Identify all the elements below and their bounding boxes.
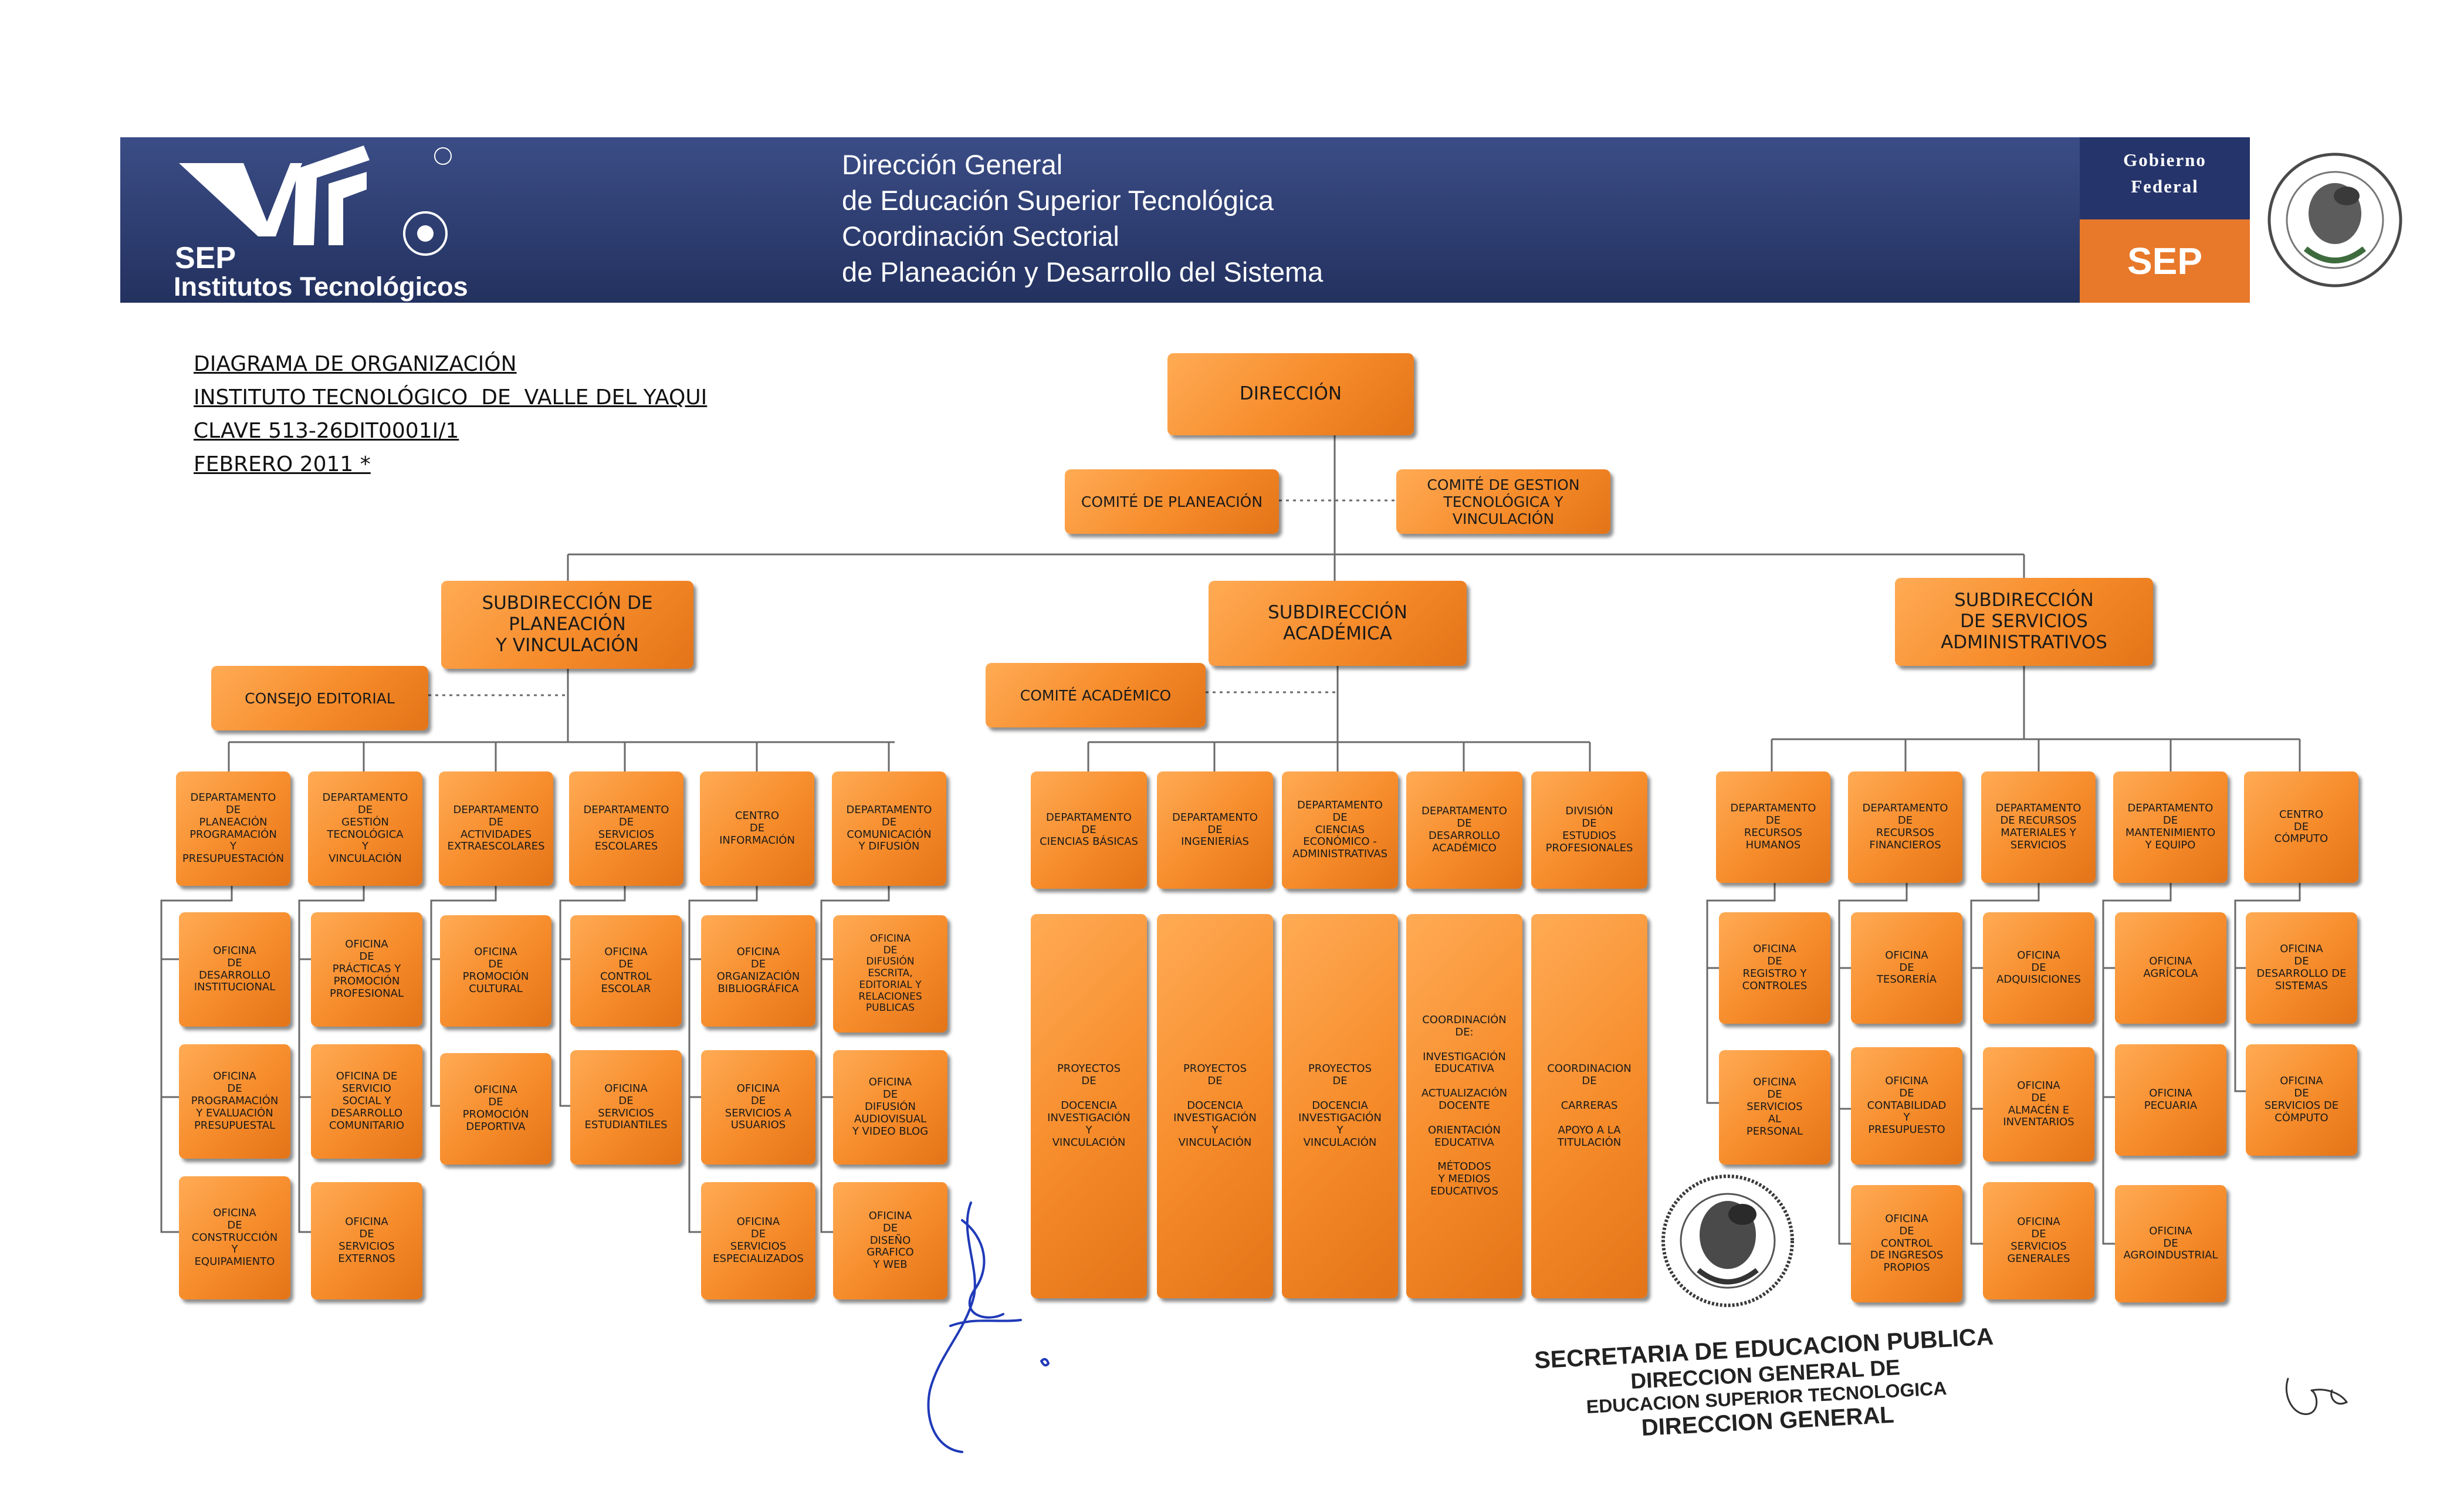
header-department-text: Dirección General de Educación Superior … xyxy=(842,147,1323,290)
org-box-office: OFICINA DE SERVICIO SOCIAL Y DESARROLLO … xyxy=(311,1044,422,1159)
org-box-dept: DEPARTAMENTO DE DESARROLLO ACADÉMICO xyxy=(1406,771,1522,889)
org-box-dept: DEPARTAMENTO DE RECURSOS MATERIALES Y SE… xyxy=(1981,771,2096,883)
org-box-comite-planeacion: COMITÉ DE PLANEACIÓN xyxy=(1065,469,1279,534)
org-box-office: OFICINA DE DESARROLLO DE SISTEMAS xyxy=(2246,912,2357,1024)
it-logo xyxy=(179,145,452,256)
org-box-office: OFICINA DE DESARROLLO INSTITUCIONAL xyxy=(179,912,290,1027)
org-box-dept: DEPARTAMENTO DE CIENCIAS ECONÓMICO - ADM… xyxy=(1282,771,1398,889)
org-box-dept: CENTRO DE INFORMACIÓN xyxy=(700,771,814,886)
org-box-comite-gestion: COMITÉ DE GESTION TECNOLÓGICA Y VINCULAC… xyxy=(1396,469,1610,534)
org-box-program: PROYECTOS DE DOCENCIA INVESTIGACIÓN Y VI… xyxy=(1157,914,1273,1298)
org-box-office: OFICINA DE SERVICIOS GENERALES xyxy=(1983,1182,2094,1299)
initials-signature xyxy=(2285,1377,2348,1415)
org-box-program: COORDINACION DE CARRERAS APOYO A LA TITU… xyxy=(1531,914,1647,1298)
org-box-dept: DEPARTAMENTO DE SERVICIOS ESCOLARES xyxy=(569,771,683,886)
org-box-dept: DEPARTAMENTO DE COMUNICACIÓN Y DIFUSIÓN xyxy=(832,771,946,886)
org-box-office: OFICINA DE PRÁCTICAS Y PROMOCIÓN PROFESI… xyxy=(311,912,422,1027)
org-box-office: OFICINA DE PROGRAMACIÓN Y EVALUACIÓN PRE… xyxy=(179,1044,290,1159)
org-box-office: OFICINA DE CONTROL ESCOLAR xyxy=(570,915,682,1027)
header-line: de Educación Superior Tecnológica xyxy=(842,185,1274,216)
sep-label: SEP xyxy=(2080,219,2250,303)
org-box-office: OFICINA DE SERVICIOS A USUARIOS xyxy=(701,1050,815,1165)
org-box-dept: DIVISIÓN DE ESTUDIOS PROFESIONALES xyxy=(1531,771,1647,889)
org-box-office: OFICINA DE CONTROL DE INGRESOS PROPIOS xyxy=(1851,1185,1962,1302)
org-box-office: OFICINA DE REGISTRO Y CONTROLES xyxy=(1719,912,1830,1024)
org-box-office: OFICINA DE SERVICIOS ESPECIALIZADOS xyxy=(701,1182,815,1299)
header-line: Coordinación Sectorial xyxy=(842,221,1119,252)
org-box-office: OFICINA AGRÍCOLA xyxy=(2115,912,2226,1024)
org-box-dept: CENTRO DE CÓMPUTO xyxy=(2244,771,2358,883)
national-seal-icon xyxy=(2267,153,2402,287)
handwritten-signature xyxy=(927,1201,1050,1453)
org-box-office: OFICINA DE DISEÑO GRAFICO Y WEB xyxy=(833,1182,947,1299)
org-box-dept: DEPARTAMENTO DE ACTIVIDADES EXTRAESCOLAR… xyxy=(439,771,553,886)
logo-sep-text: SEP xyxy=(175,241,236,275)
org-box-sub-planeacion: SUBDIRECCIÓN DE PLANEACIÓN Y VINCULACIÓN xyxy=(441,581,693,669)
org-box-office: OFICINA DE PROMOCIÓN DEPORTIVA xyxy=(440,1053,551,1165)
org-box-office: OFICINA DE CONTABILIDAD Y PRESUPUESTO xyxy=(1851,1047,1962,1165)
org-box-program: PROYECTOS DE DOCENCIA INVESTIGACIÓN Y VI… xyxy=(1282,914,1398,1298)
org-box-dept: DEPARTAMENTO DE INGENIERÍAS xyxy=(1157,771,1273,889)
org-box-sub-servicios: SUBDIRECCIÓN DE SERVICIOS ADMINISTRATIVO… xyxy=(1895,578,2153,666)
org-box-consejo-editorial: CONSEJO EDITORIAL xyxy=(211,666,428,730)
org-box-dept: DEPARTAMENTO DE RECURSOS HUMANOS xyxy=(1716,771,1830,883)
diagram-title: DIAGRAMA DE ORGANIZACIÓN xyxy=(194,352,517,376)
org-box-office: OFICINA PECUARIA xyxy=(2115,1044,2226,1156)
org-box-dept: DEPARTAMENTO DE MANTENIMIENTO Y EQUIPO xyxy=(2113,771,2228,883)
org-box-office: OFICINA DE DIFUSIÓN AUDIOVISUAL Y VIDEO … xyxy=(833,1050,947,1165)
org-box-office: OFICINA DE SERVICIOS DE CÓMPUTO xyxy=(2246,1044,2357,1156)
diagram-title-block: DIAGRAMA DE ORGANIZACIÓN INSTITUTO TECNO… xyxy=(194,347,707,481)
logo-subtitle: Institutos Tecnológicos xyxy=(174,272,468,302)
org-box-office: OFICINA DE DIFUSIÓN ESCRITA, EDITORIAL Y… xyxy=(833,915,947,1033)
clave: CLAVE 513-26DIT0001I/1 xyxy=(194,419,459,443)
national-seal-box xyxy=(2250,137,2420,303)
official-seal-icon xyxy=(1661,1175,1794,1307)
header-line: de Planeación y Desarrollo del Sistema xyxy=(842,256,1324,287)
date: FEBRERO 2011 * xyxy=(194,452,371,476)
org-box-office: OFICINA DE ORGANIZACIÓN BIBLIOGRÁFICA xyxy=(701,915,815,1027)
org-box-program: COORDINACIÓN DE: INVESTIGACIÓN EDUCATIVA… xyxy=(1406,914,1522,1298)
org-box-program: PROYECTOS DE DOCENCIA INVESTIGACIÓN Y VI… xyxy=(1031,914,1147,1298)
org-box-office: OFICINA DE CONSTRUCCIÓN Y EQUIPAMIENTO xyxy=(179,1176,290,1299)
org-box-office: OFICINA DE ADQUISICIONES xyxy=(1983,912,2094,1024)
org-box-dept: DEPARTAMENTO DE GESTIÓN TECNOLÓGICA Y VI… xyxy=(308,771,422,886)
header-banner xyxy=(120,137,2420,303)
org-box-office: OFICINA DE ALMACÉN E INVENTARIOS xyxy=(1983,1047,2094,1162)
header-line: Dirección General xyxy=(842,149,1063,180)
institute-name: INSTITUTO TECNOLÓGICO DE VALLE DEL YAQUI xyxy=(194,385,708,409)
org-box-direccion: DIRECCIÓN xyxy=(1167,353,1414,435)
org-box-office: OFICINA DE SERVICIOS AL PERSONAL xyxy=(1719,1050,1830,1165)
org-box-sub-academica: SUBDIRECCIÓN ACADÉMICA xyxy=(1209,581,1467,666)
org-box-dept: DEPARTAMENTO DE PLANEACIÓN PROGRAMACIÓN … xyxy=(176,771,290,886)
org-box-office: OFICINA DE SERVICIOS ESTUDIANTILES xyxy=(570,1050,682,1165)
gobierno-federal-label: Gobierno Federal xyxy=(2080,137,2250,219)
org-box-dept: DEPARTAMENTO DE RECURSOS FINANCIEROS xyxy=(1848,771,1962,883)
org-box-office: OFICINA DE AGROINDUSTRIAL xyxy=(2115,1185,2226,1302)
gobierno-federal-badge: Gobierno Federal SEP xyxy=(2080,137,2250,303)
org-box-comite-academico: COMITÉ ACADÉMICO xyxy=(986,663,1206,727)
org-box-dept: DEPARTAMENTO DE CIENCIAS BÁSICAS xyxy=(1031,771,1147,889)
org-box-office: OFICINA DE PROMOCIÓN CULTURAL xyxy=(440,915,551,1027)
org-box-office: OFICINA DE SERVICIOS EXTERNOS xyxy=(311,1182,422,1299)
org-box-office: OFICINA DE TESORERÍA xyxy=(1851,912,1962,1024)
